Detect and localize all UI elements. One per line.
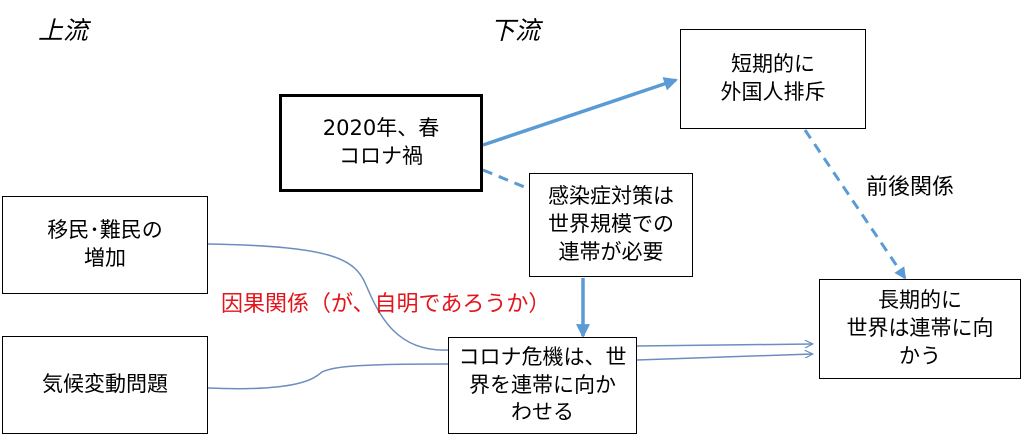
node-crisis-unites-text: コロナ危機は、世 界を連帯に向か わせる — [458, 344, 627, 425]
arrow-xenophobia-to-long-term — [803, 129, 907, 280]
arrow-crisis-to-long-term-1 — [636, 344, 812, 346]
node-climate-text: 気候変動問題 — [42, 372, 168, 397]
node-long-term-text: 長期的に 世界は連帯に向 かう — [846, 288, 994, 368]
heading-upstream: 上流 — [38, 16, 89, 45]
curve-climate-to-crisis — [207, 363, 449, 390]
node-covid: 2020年、春 コロナ禍 — [279, 94, 483, 192]
node-pandemic-measures: 感染症対策は 世界規模での 連帯が必要 — [529, 173, 693, 277]
node-migration-text: 移民･難民の 増加 — [47, 218, 163, 270]
curve-migration-to-crisis — [207, 243, 449, 351]
node-covid-text: 2020年、春 コロナ禍 — [322, 116, 440, 168]
node-crisis-unites: コロナ危機は、世 界を連帯に向か わせる — [448, 337, 637, 434]
node-long-term: 長期的に 世界は連帯に向 かう — [819, 279, 1021, 379]
node-climate: 気候変動問題 — [2, 336, 208, 434]
arrow-crisis-to-long-term-2 — [636, 354, 812, 361]
node-xenophobia: 短期的に 外国人排斥 — [680, 29, 866, 129]
node-migration: 移民･難民の 増加 — [2, 196, 208, 294]
arrow-covid-to-xenophobia — [482, 77, 678, 147]
label-causal: 因果関係（が、自明であろうか） — [221, 292, 551, 317]
node-pandemic-measures-text: 感染症対策は 世界規模での 連帯が必要 — [548, 184, 674, 264]
label-temporal: 前後関係 — [866, 175, 955, 200]
node-xenophobia-text: 短期的に 外国人排斥 — [720, 52, 826, 104]
heading-downstream: 下流 — [490, 16, 541, 45]
